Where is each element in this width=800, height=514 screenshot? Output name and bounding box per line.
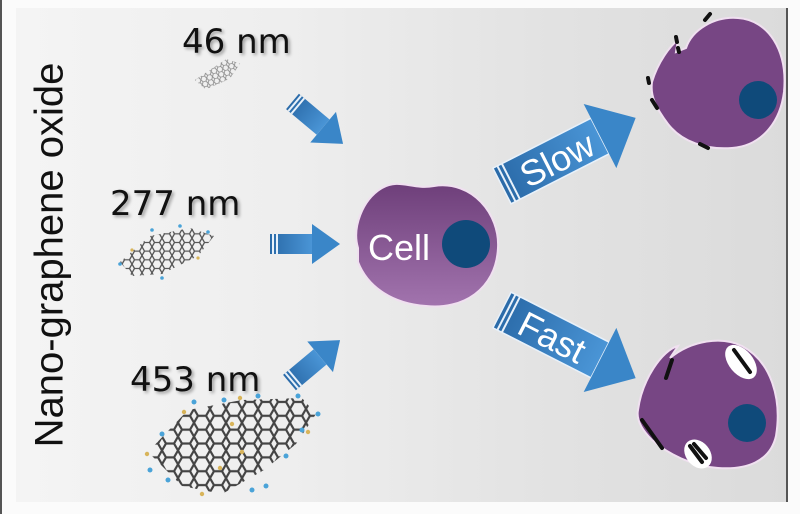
cell-nucleus — [442, 220, 490, 268]
arrow-277nm-to-cell — [270, 224, 340, 264]
cell-label: Cell — [368, 227, 430, 268]
nucleus — [728, 404, 766, 442]
frame-border — [786, 8, 788, 502]
size-label-277nm: 277 nm — [110, 184, 241, 224]
fast-pathway-arrow: Fast — [491, 291, 636, 393]
arrow-46nm-to-cell — [286, 93, 344, 144]
size-label-453nm: 453 nm — [130, 360, 261, 400]
graphene-flake-453nm — [144, 393, 321, 497]
cell — [355, 183, 500, 308]
cell-fast-uptake — [636, 339, 779, 470]
slow-pathway-arrow: Slow — [491, 103, 636, 205]
arrow-453nm-to-cell — [283, 340, 341, 391]
graphene-flake-46nm — [194, 59, 241, 90]
nucleus — [739, 81, 777, 119]
size-label-46nm: 46 nm — [182, 22, 291, 62]
graphene-flake-277nm — [118, 224, 214, 280]
cell-slow-uptake — [646, 12, 786, 150]
